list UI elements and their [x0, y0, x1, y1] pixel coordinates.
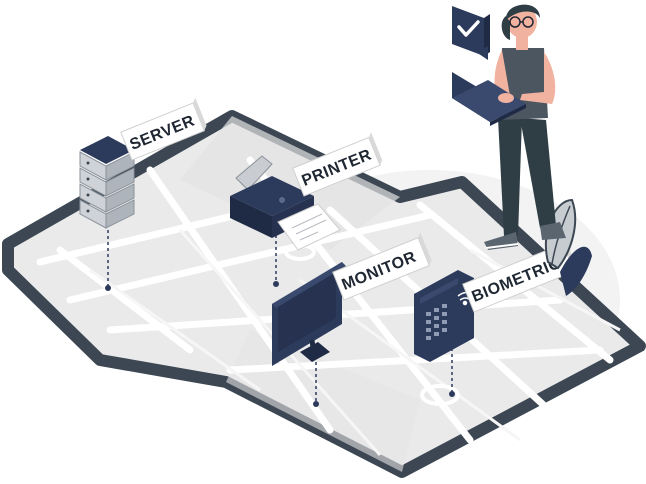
- checkmark-badge-icon: [452, 6, 490, 60]
- server-rack-icon: [79, 136, 135, 229]
- laptop-icon: [452, 72, 526, 126]
- person-figure: [452, 4, 566, 250]
- printer-group: PRINTER: [230, 132, 383, 287]
- server-group: SERVER: [79, 97, 207, 291]
- monitor-icon: [272, 262, 346, 366]
- printer-label-tag: PRINTER: [292, 132, 383, 197]
- server-label-tag: SERVER: [120, 97, 207, 161]
- biometric-scanner-icon: [414, 270, 474, 362]
- printer-icon: [230, 155, 341, 251]
